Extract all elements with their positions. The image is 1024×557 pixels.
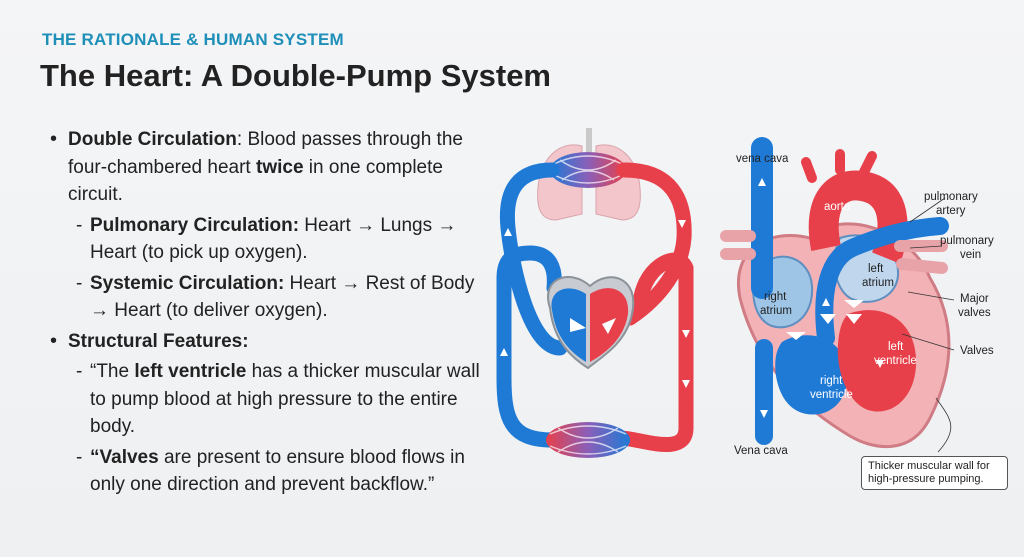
label-left-ventricle-1: left <box>888 341 904 353</box>
ventricle-text-a: “The <box>90 361 135 382</box>
label-right-ventricle-1: right <box>820 375 843 387</box>
bullet-double-circulation: Double Circulation: Blood passes through… <box>50 126 490 209</box>
label-pulmonary-vein-2: vein <box>960 249 981 261</box>
label-pulmonary-vein-1: pulmonary <box>940 235 994 247</box>
term-systemic: Systemic Circulation: <box>90 272 285 294</box>
double-text-a: : Blood passes through the four-chambere… <box>68 129 463 178</box>
label-major-valves-2: valves <box>958 307 991 319</box>
pulmonary-text: Heart → Lungs → Heart (to pick up oxygen… <box>90 214 457 264</box>
label-valves: Valves <box>960 345 994 357</box>
bullet-pulmonary: Pulmonary Circulation: Heart → Lungs → H… <box>50 212 490 267</box>
pulmonary-vein-vessel <box>616 162 692 326</box>
label-major-valves-1: Major <box>960 293 989 305</box>
valve-flaps <box>786 300 864 340</box>
circulation-loop <box>496 128 694 458</box>
term-double-circulation: Double Circulation <box>68 129 237 150</box>
thick-wall-note: Thicker muscular wall for high-pressure … <box>861 456 1008 490</box>
bullet-systemic: Systemic Circulation: Heart → Rest of Bo… <box>50 270 490 325</box>
label-left-atrium-1: left <box>868 263 884 275</box>
label-pulmonary-artery-1: pulmonary <box>924 191 978 203</box>
page-title: The Heart: A Double-Pump System <box>40 58 552 93</box>
double-text-b: in one complete circuit. <box>68 156 443 206</box>
body-capillary-bed <box>546 422 630 458</box>
bullet-list: Double Circulation: Blood passes through… <box>50 126 490 502</box>
trachea <box>586 128 592 152</box>
term-pulmonary: Pulmonary Circulation: <box>90 214 300 236</box>
section-kicker: THE RATIONALE & HUMAN SYSTEM <box>42 30 344 49</box>
pulmonary-veins <box>720 230 948 274</box>
ventricle-text-b: has a thicker muscular wall to pump bloo… <box>90 361 480 437</box>
label-aorta: aorta <box>824 201 851 213</box>
label-right-atrium-1: right <box>764 291 787 303</box>
heart-diagram: vena cava Vena cava aorta pulmonary arte… <box>496 128 994 458</box>
bullet-valves: “Valves are present to ensure blood flow… <box>50 444 490 499</box>
label-left-atrium-2: atrium <box>862 277 894 289</box>
flow-arrows <box>500 220 690 388</box>
systemic-text: Heart → Rest of Body → Heart (to deliver… <box>90 272 475 322</box>
bullet-ventricle: “The left ventricle has a thicker muscul… <box>50 358 490 441</box>
right-ventricle-chamber <box>775 335 848 415</box>
pulmonary-artery-trunk <box>815 217 949 347</box>
bullet-structural: Structural Features: <box>50 328 490 356</box>
leader-lines <box>901 197 955 453</box>
double-bold: twice <box>256 156 304 178</box>
label-vena-cava-bottom: Vena cava <box>734 445 788 457</box>
label-right-ventricle-2: ventricle <box>810 389 853 401</box>
term-structural: Structural Features: <box>68 330 249 352</box>
heart-small-icon <box>547 276 635 370</box>
ventricle-bold: left ventricle <box>134 361 247 382</box>
label-vena-cava-top: vena cava <box>736 153 789 165</box>
valves-bold: “Valves <box>90 446 159 468</box>
vena-cava-vessel <box>496 245 562 448</box>
label-pulmonary-artery-2: artery <box>936 205 966 217</box>
heart-cross-section: vena cava Vena cava aorta pulmonary arte… <box>720 137 994 457</box>
label-left-ventricle-2: ventricle <box>874 355 917 367</box>
internal-flow-arrows <box>758 178 884 418</box>
aorta-vessel <box>612 252 694 452</box>
label-right-atrium-2: atrium <box>760 305 792 317</box>
valves-text: are present to ensure blood flows in onl… <box>90 446 465 496</box>
